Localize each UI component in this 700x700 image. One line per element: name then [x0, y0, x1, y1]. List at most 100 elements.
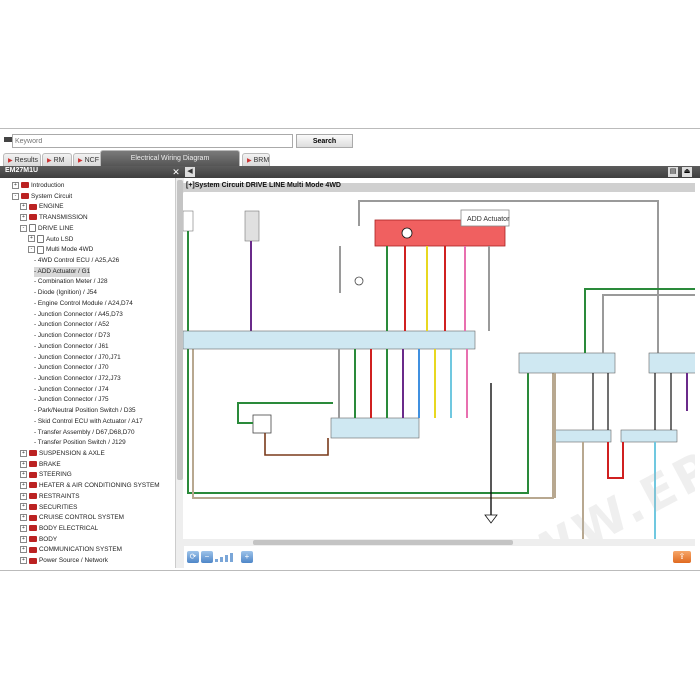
ecu-box[interactable]	[648, 352, 695, 374]
tree-item[interactable]: -System Circuit	[12, 192, 72, 202]
tree-item[interactable]: - Diode (Ignition) / J54	[34, 288, 97, 298]
expand-icon[interactable]: +	[20, 546, 27, 554]
printer-icon[interactable]: ▤	[668, 167, 678, 177]
tree-item[interactable]: - Junction Connector / J75	[34, 395, 109, 405]
collapse-icon[interactable]: -	[28, 246, 35, 254]
expand-icon[interactable]: +	[12, 181, 19, 189]
zoom-out-icon[interactable]: −	[201, 551, 213, 563]
expand-icon[interactable]: +	[20, 503, 27, 511]
panel-title: EM27M1U	[5, 167, 39, 174]
tree-item[interactable]: - Junction Connector / A45,D73	[34, 310, 123, 320]
expand-icon[interactable]: +	[20, 471, 27, 479]
expand-icon[interactable]: +	[28, 235, 35, 243]
tree-item[interactable]: - Transfer Position Switch / J129	[34, 438, 126, 448]
diagram-horizontal-scrollbar[interactable]	[183, 539, 695, 546]
exit-icon[interactable]: ⏏	[682, 167, 692, 177]
back-arrow-icon[interactable]: ◀	[185, 167, 195, 177]
tree-item[interactable]: - Combination Meter / J28	[34, 277, 108, 287]
book-icon	[21, 182, 29, 189]
search-button[interactable]: Search	[296, 134, 353, 148]
expand-icon[interactable]: +	[20, 557, 27, 564]
zoom-fit-icon[interactable]: ⟳	[187, 551, 199, 563]
junction-box[interactable]	[620, 429, 678, 443]
tab-brm[interactable]: ▶BRM	[242, 153, 270, 166]
scrollbar-thumb[interactable]	[253, 540, 513, 545]
transfer-box[interactable]	[330, 417, 420, 439]
tree-item[interactable]: - Junction Connector / D73	[34, 331, 110, 341]
tree-item[interactable]: -DRIVE LINE	[20, 224, 74, 234]
tab-label: BRM	[253, 157, 270, 164]
book-icon	[29, 546, 37, 553]
collapse-icon[interactable]: -	[20, 224, 27, 232]
tree-item[interactable]: + BODY	[20, 535, 57, 545]
junction-box[interactable]	[554, 429, 612, 443]
tree-item-label: Auto LSD	[46, 235, 74, 243]
expand-icon[interactable]: +	[20, 524, 27, 532]
book-icon	[29, 557, 37, 564]
tab-electrical-wiring-diagram[interactable]: Electrical Wiring Diagram	[100, 150, 240, 166]
tree-item[interactable]: +TRANSMISSION	[20, 213, 88, 223]
tree-item[interactable]: +COMMUNICATION SYSTEM	[20, 545, 122, 555]
wire	[358, 200, 659, 353]
tree-item[interactable]: - ADD Actuator / G1	[34, 266, 91, 277]
expand-icon[interactable]: +	[20, 449, 27, 457]
zoom-in-icon[interactable]: +	[241, 551, 253, 563]
tab-ncf[interactable]: ▶NCF	[73, 153, 103, 166]
tab-results[interactable]: ▶Results	[3, 153, 41, 166]
tree-scrollbar[interactable]	[175, 178, 184, 568]
tree-item[interactable]: +HEATER & AIR CONDITIONING SYSTEM	[20, 481, 160, 491]
tree-item-label: Power Source / Network	[39, 557, 108, 565]
tree-item[interactable]: - Transfer Assembly / D67,D68,D70	[34, 428, 135, 438]
tree-item[interactable]: +SUSPENSION & AXLE	[20, 449, 105, 459]
expand-icon[interactable]: +	[20, 213, 27, 221]
expand-icon[interactable]: +	[20, 514, 27, 522]
tree-item[interactable]: - Junction Connector / J74	[34, 385, 109, 395]
ecu-box[interactable]	[183, 330, 476, 350]
tree-item-label: - Combination Meter / J28	[34, 278, 108, 286]
expand-icon[interactable]: +	[20, 203, 27, 211]
tab-rm[interactable]: ▶RM	[42, 153, 72, 166]
tree-item[interactable]: +BRAKE	[20, 460, 61, 470]
zoom-level-bars[interactable]	[215, 552, 239, 562]
tree-item[interactable]: +Introduction	[12, 181, 64, 191]
close-icon[interactable]: ✕	[172, 167, 180, 177]
tree-item[interactable]: + Auto LSD	[28, 234, 74, 245]
tree-item[interactable]: +BODY ELECTRICAL	[20, 524, 98, 534]
expand-icon[interactable]: +	[20, 481, 27, 489]
tree-item[interactable]: - Junction Connector / J61	[34, 342, 109, 352]
expand-icon[interactable]: +	[20, 535, 27, 543]
tree-item[interactable]: + Power Source / Network	[20, 556, 108, 566]
tree-item-label: - Diode (Ignition) / J54	[34, 289, 97, 297]
tree-item[interactable]: +RESTRAINTS	[20, 492, 79, 502]
tree-item-label: BODY	[39, 535, 58, 543]
expand-icon[interactable]: +	[20, 492, 27, 500]
wire	[264, 433, 329, 456]
tree-item[interactable]: +ENGINE	[20, 202, 64, 212]
scrollbar-thumb[interactable]	[177, 180, 183, 480]
tree-item-label: SECURITIES	[39, 503, 78, 511]
wiring-diagram-canvas[interactable]: ADD Actuator	[183, 193, 695, 546]
collapse-icon[interactable]: -	[12, 192, 19, 200]
tree-item[interactable]: - Engine Control Module / A24,D74	[34, 299, 133, 309]
expand-icon[interactable]: +	[20, 460, 27, 468]
book-icon	[29, 482, 37, 489]
tree-item[interactable]: - Junction Connector / J70,J71	[34, 353, 121, 363]
tree-item[interactable]: - Skid Control ECU with Actuator / A17	[34, 417, 143, 427]
search-input[interactable]	[12, 134, 293, 148]
tree-item[interactable]: - Junction Connector / A52	[34, 320, 109, 330]
tree-item-label: - Park/Neutral Position Switch / D35	[34, 407, 136, 415]
tree-item[interactable]: - 4WD Control ECU / A25,A26	[34, 256, 119, 266]
tree-item[interactable]: - Junction Connector / J70	[34, 363, 109, 373]
export-icon[interactable]: ⇪	[673, 551, 691, 563]
tree-item-label: Multi Mode 4WD	[46, 246, 94, 254]
tree-item[interactable]: +CRUISE CONTROL SYSTEM	[20, 513, 124, 523]
tree-item[interactable]: - Park/Neutral Position Switch / D35	[34, 406, 136, 416]
tree-item-label: - Junction Connector / D73	[34, 332, 111, 340]
tree-item-label: - Junction Connector / J75	[34, 396, 109, 404]
arrow-icon: ▶	[47, 158, 52, 164]
tree-item[interactable]: + SECURITIES	[20, 503, 77, 513]
ecu-box[interactable]	[518, 352, 616, 374]
tree-item[interactable]: - Junction Connector / J72,J73	[34, 374, 121, 384]
tree-item[interactable]: - Multi Mode 4WD	[28, 245, 93, 255]
tree-item[interactable]: +STEERING	[20, 470, 72, 480]
